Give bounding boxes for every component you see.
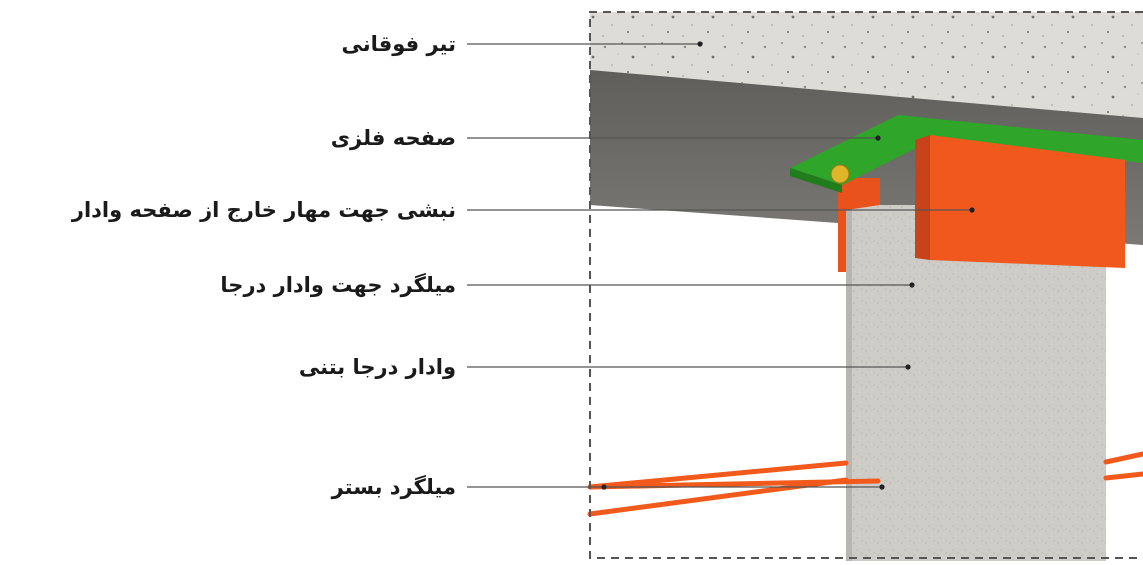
leader-dots <box>601 41 975 490</box>
angle-left <box>838 178 880 272</box>
leader-lines <box>467 43 972 488</box>
label-angle-anchor: نبشی جهت مهار خارج از صفحه وادار <box>71 198 456 222</box>
angle-anchor <box>930 135 1125 268</box>
label-concrete-post: وادار درجا بتنی <box>298 355 456 379</box>
steel-plate <box>790 115 1143 185</box>
bolt <box>830 164 850 184</box>
label-bed-rebar: میلگرد بستر <box>331 475 456 499</box>
label-wall-tie-rebar: میلگرد جهت وادار درجا <box>220 273 456 297</box>
label-steel-plate: صفحه فلزی <box>330 126 456 150</box>
bed-rebar <box>587 451 1143 517</box>
label-top-beam: تیر فوقانی <box>341 32 456 56</box>
